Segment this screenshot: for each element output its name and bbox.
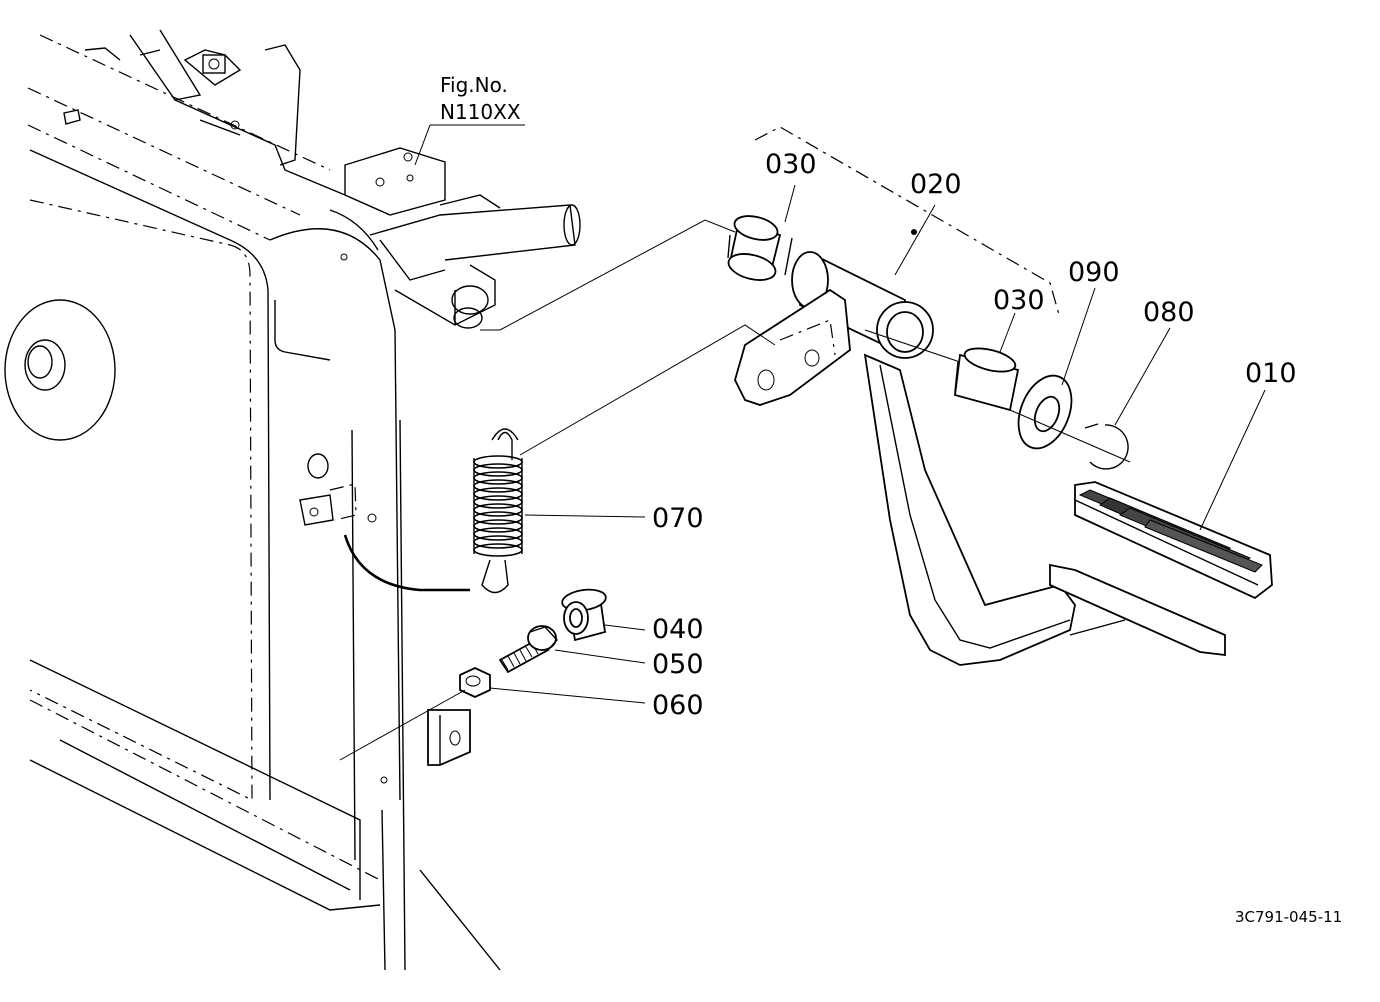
figure-ref-line2: N110XX: [440, 100, 521, 124]
pedal-rubber-010: [1074, 481, 1273, 600]
callout-030b: 030: [993, 285, 1045, 316]
drawing-code: 3C791-045-11: [1235, 908, 1342, 926]
callout-090: 090: [1068, 257, 1120, 288]
bushing-030b: [954, 347, 1020, 412]
callout-010: 010: [1245, 358, 1297, 389]
tread-pattern: [1078, 489, 1263, 573]
callout-070: 070: [652, 503, 704, 534]
callout-060: 060: [652, 690, 704, 721]
bolt-050: [498, 625, 558, 674]
collar-040: [561, 588, 607, 642]
callout-050: 050: [652, 649, 704, 680]
washer-090: [1017, 374, 1073, 450]
figure-ref-line1: Fig.No.: [440, 73, 508, 97]
nut-060: [459, 667, 491, 698]
leader-lines: [339, 124, 1266, 761]
frame-body: [4, 34, 501, 971]
callout-040: 040: [652, 614, 704, 645]
snap-ring-080: [1084, 423, 1129, 470]
callout-020: 020: [910, 169, 962, 200]
callout-030a: 030: [765, 149, 817, 180]
callout-080: 080: [1143, 297, 1195, 328]
spring-coils: [473, 455, 523, 557]
bushing-030a: [727, 215, 793, 281]
top-linkage: [84, 29, 581, 329]
pedal-arm-020: [734, 251, 1226, 666]
mount-bracket: [427, 709, 471, 766]
spring-070: [343, 428, 523, 594]
